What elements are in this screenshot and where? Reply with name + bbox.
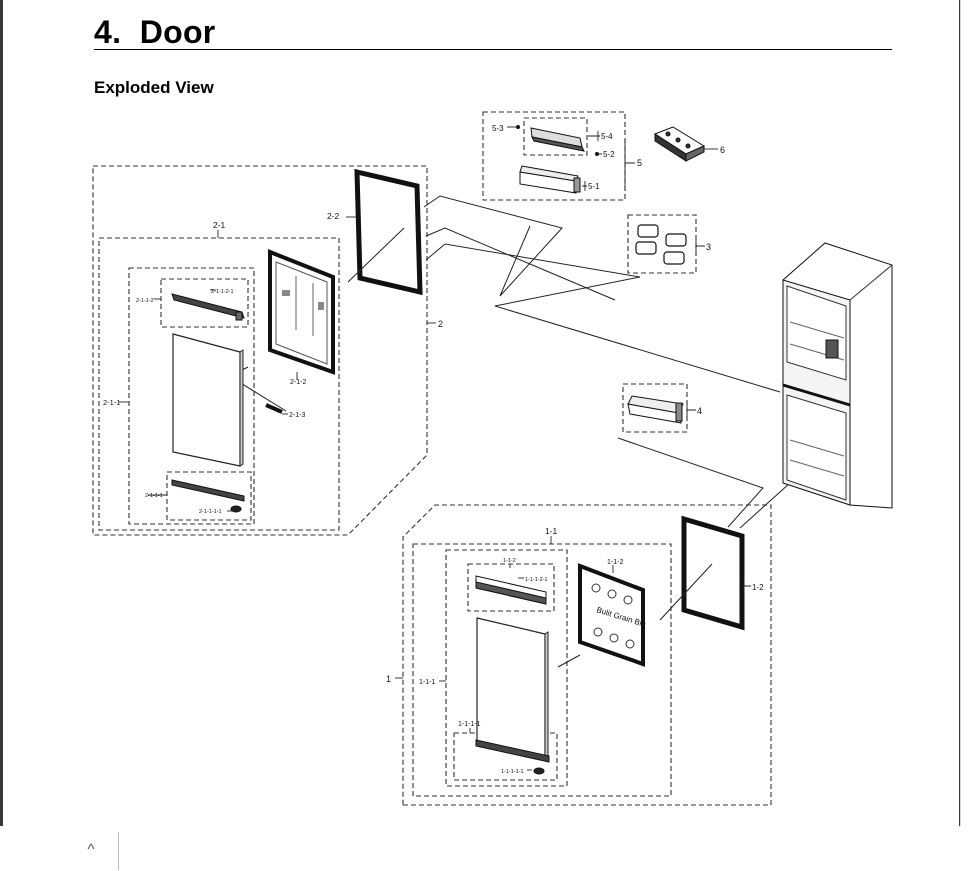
part-1-2-gasket: [659, 515, 745, 631]
connector-2-2-to-5: [423, 195, 563, 297]
section-heading: 4. Door: [94, 12, 892, 50]
part-3-small-bins: [635, 224, 687, 265]
label-5-1: 5-1: [588, 182, 600, 191]
divider: [118, 832, 119, 870]
part-2-1-3-hinge-pin: [265, 403, 283, 414]
part-1-1-1-1-bottom-trim: [475, 739, 550, 775]
connector-4-to-fridge: [617, 437, 764, 528]
label-1-1-1-1-1: 1-1-1-1-1: [501, 769, 524, 775]
label-1-1-1: 1-1-1: [419, 679, 435, 686]
group-2-1-1-2-box: [160, 278, 249, 328]
group-1-box: [402, 504, 772, 806]
part-6-egg-tray: [653, 126, 706, 162]
group-1-1-2-box: [467, 563, 555, 612]
section-title-text: Door: [139, 14, 216, 50]
group-1-1-1-box: [445, 549, 568, 787]
part-2-1-1-2-handle: [171, 293, 245, 321]
label-5-2: 5-2: [603, 150, 615, 159]
exploded-view-diagram: Bulit Grain Bin: [92, 111, 893, 806]
label-1: 1: [386, 674, 391, 684]
group-2-box: [92, 165, 428, 536]
label-3: 3: [706, 242, 711, 252]
part-4-door-bin: [627, 395, 684, 424]
group-2-1-1-1-box: [166, 471, 252, 521]
part-1-1-2-inner-panel: Bulit Grain Bin: [578, 563, 647, 667]
connector-1-1-2-frame: [557, 654, 581, 668]
part-5-4-cover: [530, 127, 585, 152]
connector-door-to-3: [425, 243, 781, 393]
part-5-1-door-bin: [519, 165, 581, 194]
label-2-1-1-1-1: 2-1-1-1-1: [199, 509, 222, 515]
connector-1-2-to-fridge: [739, 482, 791, 529]
part-1-1-1-outer-door: [476, 617, 549, 758]
part-2-1-1-1-bottom-trim: [171, 479, 245, 513]
group-1-1-box: [412, 543, 672, 797]
group-2-1-box: [98, 237, 340, 531]
label-2-1: 2-1: [213, 220, 226, 230]
label-2-1-1: 2-1-1: [103, 398, 121, 407]
part-2-1-2-inner-panel: [268, 249, 335, 375]
label-2-2: 2-2: [327, 211, 340, 221]
label-1-1-2-handle: 1-1-2: [503, 558, 516, 564]
label-5-4: 5-4: [601, 132, 613, 141]
label-2-1-3: 2-1-3: [289, 412, 305, 419]
vertical-scrollbar[interactable]: [960, 0, 972, 826]
label-1-1-1-1: 1-1-1-1: [458, 721, 481, 728]
part-5-2-screw: [595, 152, 599, 156]
document-viewer: 4. Door Exploded View: [0, 0, 972, 826]
label-1-1-1-2-1: 1-1-1-2-1: [525, 577, 548, 583]
document-page: 4. Door Exploded View: [3, 0, 959, 826]
label-1-1-2: 1-1-2: [607, 559, 623, 566]
part-2-2-gasket: [347, 168, 423, 296]
label-2-1-2: 2-1-2: [290, 379, 306, 386]
label-1-1: 1-1: [545, 526, 558, 536]
label-6: 6: [720, 145, 725, 155]
refrigerator-cabinet: [782, 242, 893, 509]
part-1-1-2-handle: [475, 575, 547, 605]
chevron-up-icon: ^: [87, 840, 95, 858]
label-2-1-1-2: 2-1-1-2: [136, 298, 154, 304]
group-5-4-box: [523, 117, 588, 156]
exploded-view-heading: Exploded View: [94, 78, 214, 97]
section-number: 4.: [94, 14, 122, 50]
group-2-1-1-box: [128, 267, 255, 525]
label-4: 4: [697, 406, 702, 416]
label-2-1-1-2-1: 2-1-1-2-1: [211, 289, 234, 295]
collapse-button[interactable]: ^: [78, 834, 104, 864]
label-2: 2: [438, 319, 443, 329]
label-1-2: 1-2: [752, 583, 764, 592]
label-5: 5: [637, 158, 642, 168]
connector-door-to-shelf: [425, 227, 616, 301]
label-5-3: 5-3: [492, 124, 504, 133]
section-title: 4. Door: [94, 14, 216, 51]
part-2-1-1-outer-door: [172, 333, 244, 467]
viewer-bottom-bar: ^: [0, 826, 972, 871]
label-2-1-1-1: 2-1-1-1: [145, 493, 163, 499]
